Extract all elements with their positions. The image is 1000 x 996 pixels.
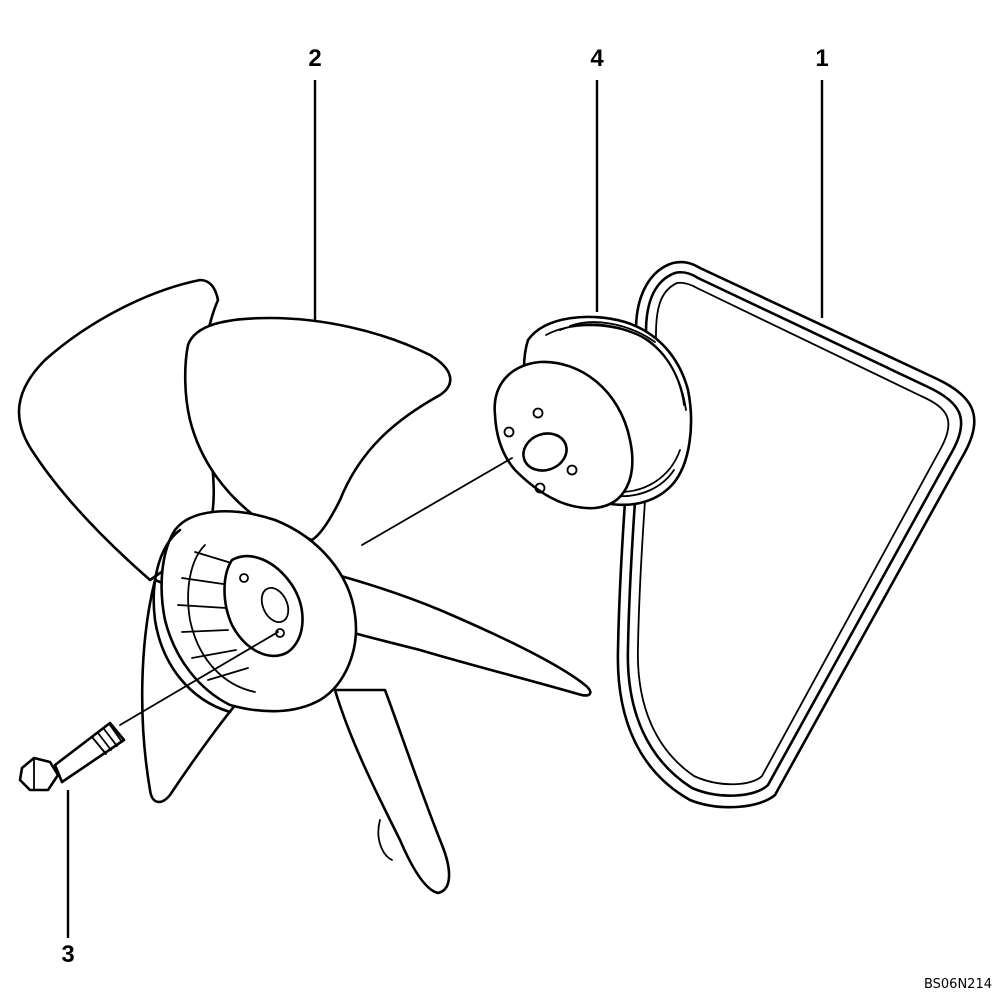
callout-pulley: 4 bbox=[590, 45, 604, 72]
figure-code: BS06N214 bbox=[924, 977, 992, 992]
callout-fan: 2 bbox=[308, 45, 321, 72]
callout-belt: 1 bbox=[815, 45, 828, 72]
cooling-fan bbox=[17, 278, 592, 895]
v-belt bbox=[616, 260, 976, 809]
pulley bbox=[493, 315, 693, 510]
bolt-axis-line bbox=[119, 631, 279, 726]
leader-lines bbox=[66, 80, 824, 938]
bolt bbox=[18, 721, 126, 792]
callout-bolt: 3 bbox=[61, 941, 74, 968]
shaft-axis-line bbox=[361, 457, 513, 546]
